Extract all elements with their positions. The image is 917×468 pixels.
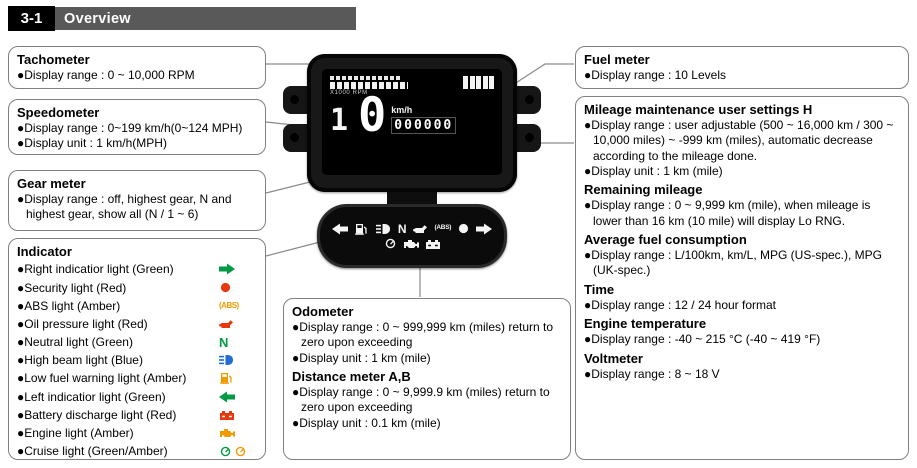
- gear-meter-title: Gear meter: [17, 176, 86, 191]
- indicator-item-label: ●Oil pressure light (Red): [17, 316, 148, 331]
- neutral-icon: N: [397, 221, 407, 236]
- gear-meter-callout: Gear meter ●Display range : off, highest…: [8, 170, 266, 231]
- oil-pressure-icon: [219, 318, 257, 330]
- indicator-item-label: ●Neutral light (Green): [17, 335, 133, 350]
- odometer-range: ●Display range : 0 ~ 999,999 km (miles) …: [292, 320, 554, 350]
- lamp-row-2: [384, 238, 441, 250]
- settings-callout: Mileage maintenance user settings H ●Dis…: [575, 96, 909, 460]
- indicator-callout: Indicator ●Right indicatior light (Green…: [8, 238, 266, 460]
- fuel-pump-icon: [354, 223, 370, 235]
- indicator-item-label: ●High beam light (Blue): [17, 353, 143, 368]
- right-turn-arrow-icon: [219, 263, 257, 275]
- speedometer-title: Speedometer: [17, 105, 100, 120]
- tachometer-title: Tachometer: [17, 52, 90, 67]
- left-turn-arrow-icon: [332, 223, 348, 235]
- security-dot-icon: [457, 223, 470, 234]
- indicator-item: ●Left indicatior light (Green): [17, 388, 257, 406]
- indicator-item: ●Neutral light (Green) N: [17, 333, 257, 351]
- abs-icon: (ABS): [434, 224, 452, 232]
- battery-icon: [425, 238, 441, 250]
- indicator-item-label: ●Engine light (Amber): [17, 426, 134, 441]
- mileage-maintenance-title: Mileage maintenance user settings H: [584, 102, 813, 117]
- distance-meter-title: Distance meter A,B: [292, 368, 411, 384]
- indicator-item-label: ●Battery discharge light (Red): [17, 407, 177, 422]
- indicator-title: Indicator: [17, 244, 72, 259]
- tachometer-range: ●Display range : 0 ~ 10,000 RPM: [17, 68, 195, 83]
- time-range: ●Display range : 12 / 24 hour format: [584, 297, 777, 312]
- indicator-lamp-panel: N (ABS): [317, 204, 507, 268]
- indicator-item-label: ●ABS light (Amber): [17, 298, 121, 313]
- average-fuel-range: ●Display range : L/100km, km/L, MPG (US-…: [584, 248, 882, 278]
- indicator-item: ●ABS light (Amber) (ABS): [17, 297, 257, 315]
- engine-temperature-range: ●Display range : -40 ~ 215 °C (-40 ~ 419…: [584, 332, 821, 347]
- speedometer-callout: Speedometer ●Display range : 0~199 km/h(…: [8, 99, 266, 155]
- indicator-item: ●Cruise light (Green/Amber): [17, 442, 257, 460]
- security-dot-icon: [219, 282, 257, 293]
- low-fuel-icon: [219, 372, 257, 384]
- indicator-item: ●High beam light (Blue): [17, 351, 257, 369]
- indicator-item-label: ●Right indicatior light (Green): [17, 262, 174, 277]
- gear-position-display: 1: [330, 103, 349, 139]
- engine-icon: [219, 427, 257, 439]
- distance-meter-unit: ●Display unit : 0.1 km (mile): [292, 415, 441, 430]
- mileage-maintenance-unit: ●Display unit : 1 km (mile): [584, 163, 723, 178]
- voltmeter-title: Voltmeter: [584, 350, 643, 366]
- speed-unit-label: km/h: [391, 104, 413, 115]
- odometer-unit: ●Display unit : 1 km (mile): [292, 350, 431, 365]
- section-title: Overview: [64, 10, 131, 27]
- fuel-meter-range: ●Display range : 10 Levels: [584, 68, 726, 83]
- abs-icon: (ABS): [219, 300, 239, 310]
- indicator-item-label: ●Cruise light (Green/Amber): [17, 444, 168, 459]
- average-fuel-title: Average fuel consumption: [584, 231, 747, 247]
- tachometer-callout: Tachometer ●Display range : 0 ~ 10,000 R…: [8, 46, 266, 89]
- cruise-icon: [219, 446, 257, 457]
- remaining-mileage-range: ●Display range : 0 ~ 9,999 km (mile), wh…: [584, 198, 871, 228]
- section-number: 3-1: [8, 6, 55, 31]
- odometer-display: 000000: [391, 116, 457, 134]
- time-title: Time: [584, 281, 615, 297]
- speed-display: 0: [358, 88, 386, 143]
- indicator-item: ●Engine light (Amber): [17, 424, 257, 442]
- instrument-cluster-illustration: X1000 RPM 1 0 km/h 000000: [281, 50, 543, 270]
- indicator-item-label: ●Left indicatior light (Green): [17, 389, 166, 404]
- odometer-callout: Odometer ●Display range : 0 ~ 999,999 km…: [283, 298, 571, 460]
- speedometer-range: ●Display range : 0~199 km/h(0~124 MPH): [17, 121, 243, 136]
- odometer-title: Odometer: [292, 304, 354, 319]
- high-beam-icon: [219, 354, 257, 366]
- oil-pressure-icon: [413, 223, 429, 235]
- indicator-item-label: ●Security light (Red): [17, 280, 127, 295]
- indicator-item: ●Right indicatior light (Green): [17, 260, 257, 278]
- cruise-icon: [384, 238, 397, 249]
- fuel-meter-title: Fuel meter: [584, 52, 650, 67]
- high-beam-icon: [376, 223, 392, 235]
- voltmeter-range: ●Display range : 8 ~ 18 V: [584, 366, 720, 381]
- speedometer-unit: ●Display unit : 1 km/h(MPH): [17, 136, 167, 151]
- section-header-bar: 3-1 Overview: [8, 6, 356, 31]
- distance-meter-range: ●Display range : 0 ~ 9,999.9 km (miles) …: [292, 385, 550, 415]
- tachometer-scale-label: X1000 RPM: [330, 90, 368, 96]
- engine-icon: [403, 238, 419, 250]
- indicator-item: ●Battery discharge light (Red): [17, 406, 257, 424]
- indicator-item: ●Security light (Red): [17, 278, 257, 296]
- left-turn-arrow-icon: [219, 391, 257, 403]
- cluster-lcd: X1000 RPM 1 0 km/h 000000: [322, 69, 502, 175]
- indicator-item: ●Low fuel warning light (Amber): [17, 369, 257, 387]
- cluster-body: X1000 RPM 1 0 km/h 000000: [307, 54, 517, 192]
- lamp-row-1: N (ABS): [332, 223, 492, 235]
- remaining-mileage-title: Remaining mileage: [584, 182, 703, 198]
- fuel-gauge-display: [463, 76, 494, 89]
- mileage-maintenance-range: ●Display range : user adjustable (500 ~ …: [584, 118, 894, 163]
- neutral-icon: N: [219, 334, 229, 350]
- battery-icon: [219, 409, 257, 421]
- tachometer-ticks: [330, 76, 408, 80]
- fuel-meter-callout: Fuel meter ●Display range : 10 Levels: [575, 46, 909, 89]
- indicator-item-label: ●Low fuel warning light (Amber): [17, 371, 187, 386]
- engine-temperature-title: Engine temperature: [584, 316, 707, 332]
- right-turn-arrow-icon: [476, 223, 492, 235]
- tachometer-bar: [330, 82, 408, 89]
- indicator-item: ●Oil pressure light (Red): [17, 315, 257, 333]
- gear-meter-range: ●Display range : off, highest gear, N an…: [17, 192, 232, 222]
